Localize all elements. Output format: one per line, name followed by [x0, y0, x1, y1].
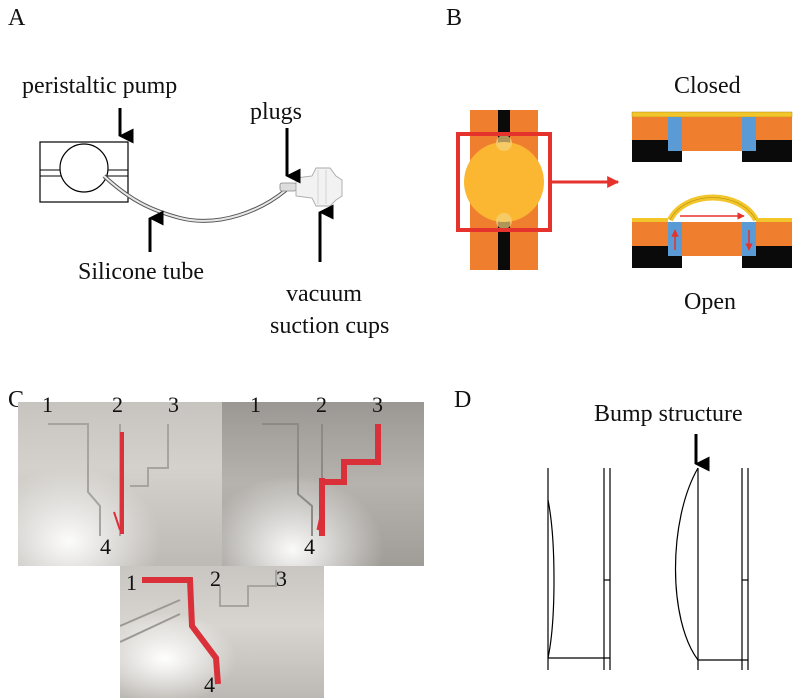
- chip-photo-bottom: [120, 566, 324, 698]
- open-cross-section: [632, 194, 792, 268]
- panel-a-drawing: [39, 108, 343, 262]
- bump-channel-profile: [675, 467, 749, 670]
- closed-cross-section: [631, 111, 793, 162]
- panel-b-letter: B: [446, 5, 463, 31]
- peristaltic-pump-label: peristaltic pump: [22, 73, 178, 99]
- silicone-tube-label: Silicone tube: [78, 259, 204, 285]
- suction-cups-label: suction cups: [270, 313, 390, 339]
- chip-tl-label-3: 3: [168, 392, 179, 417]
- chip-tl-label-1: 1: [42, 392, 53, 417]
- chip-tr-label-3: 3: [372, 392, 383, 417]
- closed-label: Closed: [674, 73, 741, 99]
- chip-tr-label-1: 1: [250, 392, 261, 417]
- chip-b-label-1: 1: [126, 570, 137, 595]
- flat-channel-profile: [547, 468, 611, 670]
- open-label: Open: [684, 289, 736, 315]
- silicone-tube-shape: [102, 174, 288, 223]
- panel-d-letter: D: [454, 387, 472, 413]
- plugs-label: plugs: [250, 99, 303, 125]
- panel-b-drawing: [456, 110, 793, 270]
- chip-b-label-3: 3: [276, 566, 287, 591]
- chip-tl-label-4: 4: [100, 534, 111, 559]
- chip-photo-top-right: [222, 402, 424, 566]
- chip-tl-label-2: 2: [112, 392, 123, 417]
- chip-b-label-4: 4: [204, 672, 215, 697]
- peristaltic-pump-shape: [39, 141, 129, 203]
- bump-structure-label: Bump structure: [594, 401, 743, 427]
- panel-d-drawing: [547, 434, 749, 670]
- chip-b-label-2: 2: [210, 566, 221, 591]
- panel-a-letter: A: [8, 5, 26, 31]
- suction-cup-shape: [279, 167, 343, 207]
- chip-tr-label-4: 4: [304, 534, 315, 559]
- vacuum-label: vacuum: [286, 281, 362, 307]
- chip-tr-label-2: 2: [316, 392, 327, 417]
- valve-top-view: [456, 110, 552, 270]
- chip-photo-top-left: [18, 402, 222, 566]
